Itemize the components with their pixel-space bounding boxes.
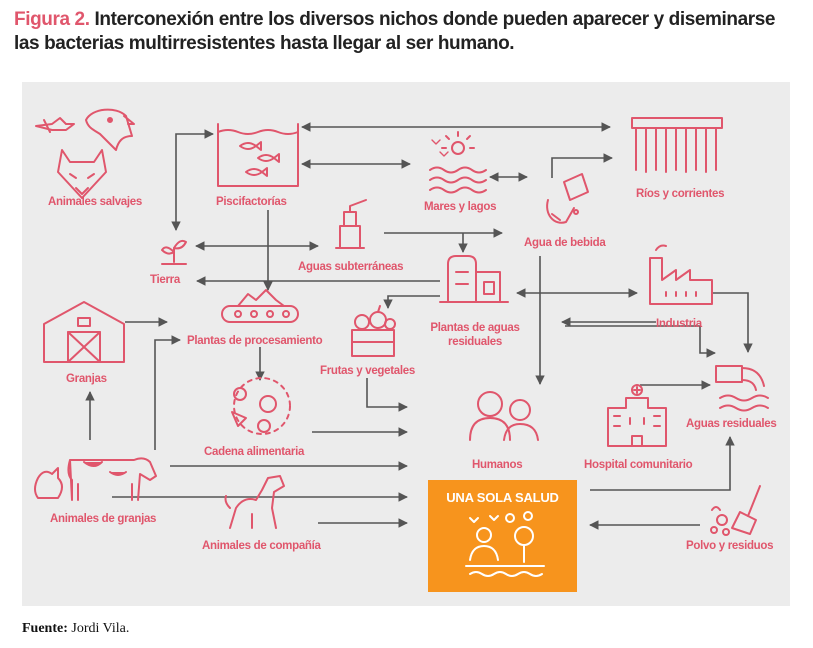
fox-icon [57, 149, 107, 199]
label-animales-granjas: Animales de granjas [50, 513, 157, 525]
pump-icon [335, 199, 367, 249]
label-plantas-procesamiento: Plantas de procesamiento [187, 335, 323, 347]
label-granjas: Granjas [66, 373, 107, 385]
label-aguas-subterraneas: Aguas subterráneas [298, 261, 404, 273]
source-text: Jordi Vila. [71, 621, 130, 636]
eagle-icon [85, 108, 135, 151]
waste-pipe-icon [715, 365, 769, 412]
arrow-plantas-aguasres [565, 325, 716, 358]
sea-icon [429, 131, 487, 194]
figure-number: Figura 2. [14, 9, 90, 30]
factory-icon [649, 244, 713, 305]
sprout-icon [161, 239, 187, 265]
label-cadena: Cadena alimentaria [204, 446, 305, 458]
una-sola-salud-box: UNA SOLA SALUD [428, 480, 577, 592]
una-sola-salud-title: UNA SOLA SALUD [446, 490, 559, 505]
label-hospital: Hospital comunitario [584, 459, 693, 471]
label-rios: Ríos y corrientes [636, 188, 725, 200]
arrow-animalesgranja-procesamiento [154, 335, 181, 450]
label-aguas-residuales: Aguas residuales [686, 418, 777, 430]
conveyor-icon [221, 289, 299, 323]
figure-caption: Interconexión entre los diversos nichos … [14, 9, 776, 54]
drinking-water-icon [546, 173, 589, 224]
source-label: Fuente: [22, 621, 68, 636]
label-animales-salvajes: Animales salvajes [48, 196, 142, 208]
bird-icon [35, 117, 75, 133]
cow-icon [34, 457, 157, 501]
label-agua-bebida: Agua de bebida [524, 237, 606, 249]
label-tierra: Tierra [150, 274, 180, 286]
broom-icon [710, 485, 761, 536]
arrow-plantas-frutas [383, 295, 440, 309]
humans-icon [469, 391, 539, 441]
label-plantas-aguas: Plantas de aguas residuales [430, 322, 520, 348]
arrow-agua-rios [551, 153, 613, 178]
figure-title: Figura 2. Interconexión entre los divers… [14, 8, 804, 56]
dog-icon [224, 475, 285, 529]
fruit-crate-icon [351, 305, 396, 357]
river-icon [631, 117, 723, 173]
fish-farm-icon [217, 123, 299, 187]
hospital-icon [607, 384, 667, 447]
arrow-salvajes-tierra [171, 129, 214, 231]
source-line: Fuente: Jordi Vila. [22, 621, 129, 637]
label-industria: Industria [656, 318, 702, 330]
arrow-unasalud-aguasres [590, 436, 735, 491]
label-polvo: Polvo y residuos [686, 540, 774, 552]
arrow-industria-aguasres [711, 292, 753, 353]
connections [85, 122, 753, 530]
arrow-frutas-humanos [366, 378, 408, 412]
label-humanos: Humanos [472, 459, 523, 471]
barn-icon [43, 301, 125, 363]
label-frutas: Frutas y vegetales [320, 365, 415, 377]
label-piscifactorias: Piscifactorías [216, 196, 287, 208]
food-chain-icon [231, 377, 291, 435]
treatment-plant-icon [439, 255, 509, 303]
label-animales-compania: Animales de compañía [202, 540, 321, 552]
label-mares-lagos: Mares y lagos [424, 201, 497, 213]
